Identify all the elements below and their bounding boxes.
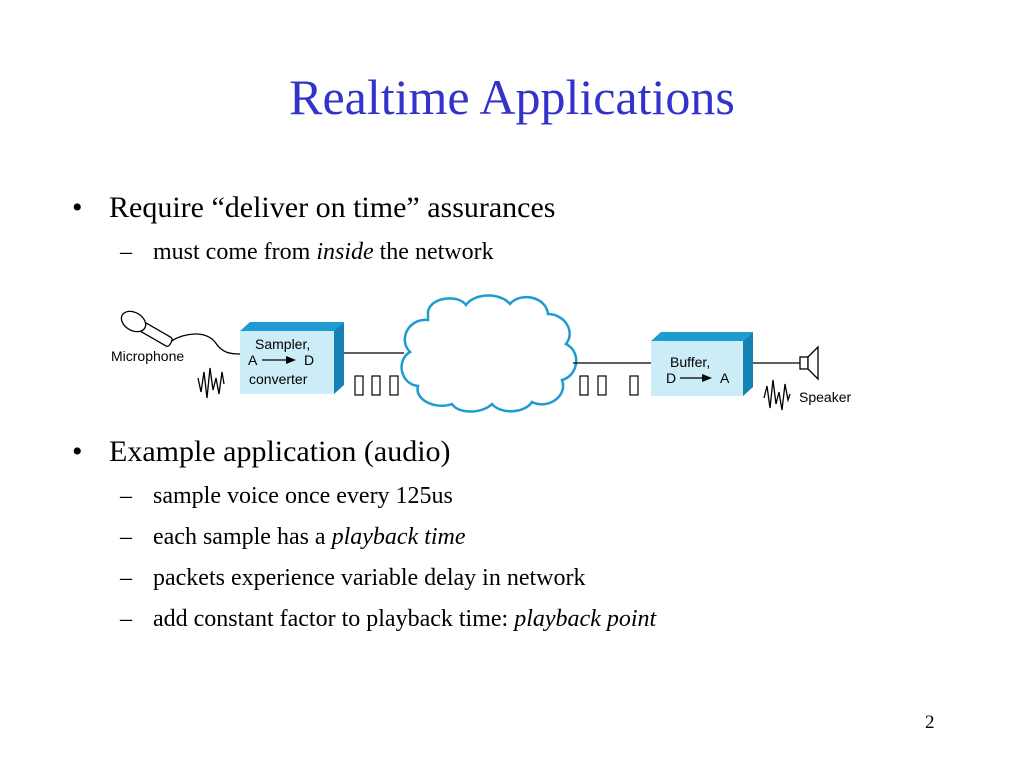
speaker-icon	[799, 345, 819, 381]
bullet-marker: •	[72, 191, 83, 224]
sub-emphasis: playback point	[514, 606, 657, 632]
microphone-label: Microphone	[111, 348, 184, 364]
sampler-label: Sampler,	[255, 336, 310, 352]
bullet-marker: •	[72, 435, 83, 468]
network-cloud-icon	[400, 294, 578, 413]
sub-text: must come from	[153, 239, 317, 265]
dash-marker: –	[120, 483, 132, 509]
microphone-icon	[120, 310, 241, 355]
sub-emphasis: inside	[316, 239, 374, 265]
analog-wave-icon-2	[763, 379, 791, 411]
buffer-label: Buffer,	[670, 354, 710, 370]
bullet-2: • Example application (audio)	[72, 435, 451, 468]
sampler-to: D	[304, 352, 314, 368]
dash-marker: –	[120, 606, 132, 632]
dash-marker: –	[120, 565, 132, 591]
sub-text: each sample has a	[153, 524, 332, 550]
sampler-converter-label: converter	[249, 371, 308, 387]
sub-bullet-2-3: – packets experience variable delay in n…	[120, 565, 586, 591]
bullet-2-text: Example application (audio)	[109, 435, 451, 468]
bullet-1-text: Require “deliver on time” assurances	[109, 191, 556, 224]
sub-bullet-2-2: – each sample has a playback time	[120, 524, 466, 550]
buffer-to: A	[720, 370, 730, 386]
sub-text-tail: the network	[373, 239, 494, 265]
packet-icons-incoming	[579, 375, 639, 396]
buffer-arrowhead-icon	[702, 374, 712, 382]
dash-marker: –	[120, 524, 132, 550]
sub-emphasis: playback time	[331, 524, 466, 550]
sub-bullet-2-1: – sample voice once every 125us	[120, 483, 453, 509]
sampler-arrowhead-icon	[286, 356, 296, 364]
page-number: 2	[925, 712, 935, 733]
speaker-label: Speaker	[799, 389, 851, 405]
packet-icons-outgoing	[354, 375, 399, 396]
slide-title: Realtime Applications	[289, 69, 735, 125]
sub-text: add constant factor to playback time:	[153, 606, 515, 632]
sub-bullet-2-4: – add constant factor to playback time: …	[120, 606, 657, 632]
buffer-box	[651, 332, 753, 396]
analog-wave-icon	[197, 367, 225, 399]
bullet-1: • Require “deliver on time” assurances	[72, 191, 556, 224]
sampler-from: A	[248, 352, 258, 368]
buffer-from: D	[666, 370, 676, 386]
sub-text: sample voice once every 125us	[153, 483, 453, 509]
sub-bullet-1-1: – must come from inside the network	[120, 239, 494, 265]
dash-marker: –	[120, 239, 132, 265]
sub-text: packets experience variable delay in net…	[153, 565, 586, 591]
